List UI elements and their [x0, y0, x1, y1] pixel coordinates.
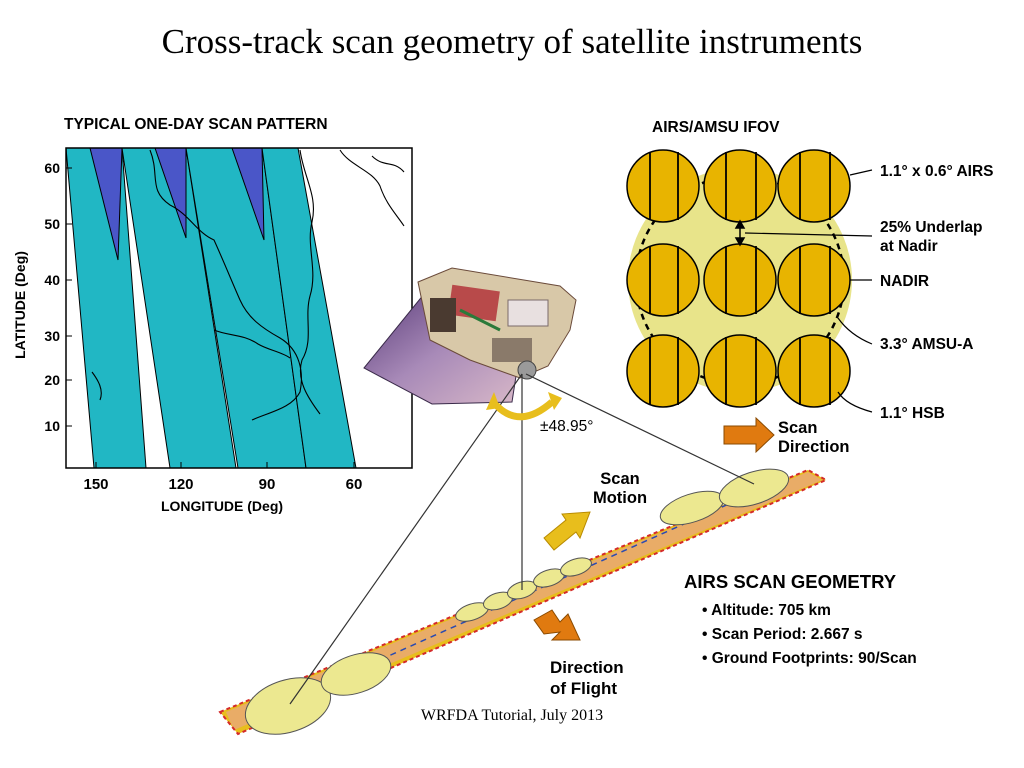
scan-direction-1: Scan: [778, 419, 817, 437]
label-amsu: 3.3° AMSU-A: [880, 336, 973, 353]
map-yticks: 60 50 40 30 20 10: [44, 160, 72, 434]
flight-2: of Flight: [550, 679, 617, 698]
airs-row-1: [626, 149, 851, 223]
map-ylabel: LATITUDE (Deg): [12, 251, 28, 359]
geometry-title: AIRS SCAN GEOMETRY: [684, 571, 897, 592]
ytick-60: 60: [44, 160, 60, 176]
ytick-30: 30: [44, 328, 60, 344]
scan-motion-arrow-icon: [543, 511, 591, 551]
ifov-leaders: [744, 169, 873, 413]
swath-2: [121, 148, 237, 468]
overlap-3: [231, 148, 265, 241]
flight-direction-arrow-icon: [533, 609, 581, 641]
swath-3: [185, 148, 307, 468]
scan-lines: [289, 373, 755, 705]
map-title: TYPICAL ONE-DAY SCAN PATTERN: [64, 116, 328, 133]
underlap-arrow: [734, 219, 746, 247]
label-airs: 1.1° x 0.6° AIRS: [880, 163, 994, 180]
geometry-bullet-period: • Scan Period: 2.667 s: [702, 626, 863, 643]
coastline: [91, 149, 405, 421]
xtick-60: 60: [346, 476, 363, 493]
label-hsb: 1.1° HSB: [880, 405, 945, 422]
ytick-20: 20: [44, 372, 60, 388]
geometry-bullet-footprints: • Ground Footprints: 90/Scan: [702, 650, 917, 667]
airs-footprints: [626, 149, 851, 408]
airs-row-3: [626, 334, 851, 408]
overlap-1: [89, 148, 123, 261]
xtick-120: 120: [168, 476, 193, 493]
ground-footprints: [244, 468, 790, 735]
scan-angle: ±48.95°: [540, 418, 594, 435]
ytick-10: 10: [44, 418, 60, 434]
map-frame: [65, 147, 413, 469]
satellite-icon: [363, 267, 577, 405]
swath-4: [261, 148, 357, 468]
label-underlap-1: 25% Underlap: [880, 219, 983, 236]
slide-footer: WRFDA Tutorial, July 2013: [420, 707, 604, 724]
scan-pattern-map: [66, 148, 412, 468]
overlap-2: [154, 148, 187, 239]
label-underlap-2: at Nadir: [880, 238, 938, 255]
map-xlabel: LONGITUDE (Deg): [161, 498, 283, 514]
slide-title: Cross-track scan geometry of satellite i…: [161, 22, 863, 61]
scan-direction-2: Direction: [778, 438, 850, 456]
scan-direction-arrow-icon: [723, 416, 775, 454]
xtick-150: 150: [83, 476, 108, 493]
flight-1: Direction: [550, 658, 624, 677]
ifov-labels: 1.1° x 0.6° AIRS 25% Underlap at Nadir N…: [880, 163, 994, 422]
label-nadir: NADIR: [880, 273, 929, 290]
swath-1: [66, 148, 147, 468]
airs-row-2: [626, 243, 851, 317]
scan-motion-2: Motion: [593, 489, 647, 507]
xtick-90: 90: [259, 476, 276, 493]
ytick-50: 50: [44, 216, 60, 232]
ytick-40: 40: [44, 272, 60, 288]
geometry-bullet-altitude: • Altitude: 705 km: [702, 602, 831, 619]
ifov-title: AIRS/AMSU IFOV: [652, 119, 780, 136]
map-xticks: 150 120 90 60: [83, 462, 362, 493]
rotation-arrow-icon: [486, 392, 562, 421]
scan-motion-1: Scan: [600, 470, 639, 488]
